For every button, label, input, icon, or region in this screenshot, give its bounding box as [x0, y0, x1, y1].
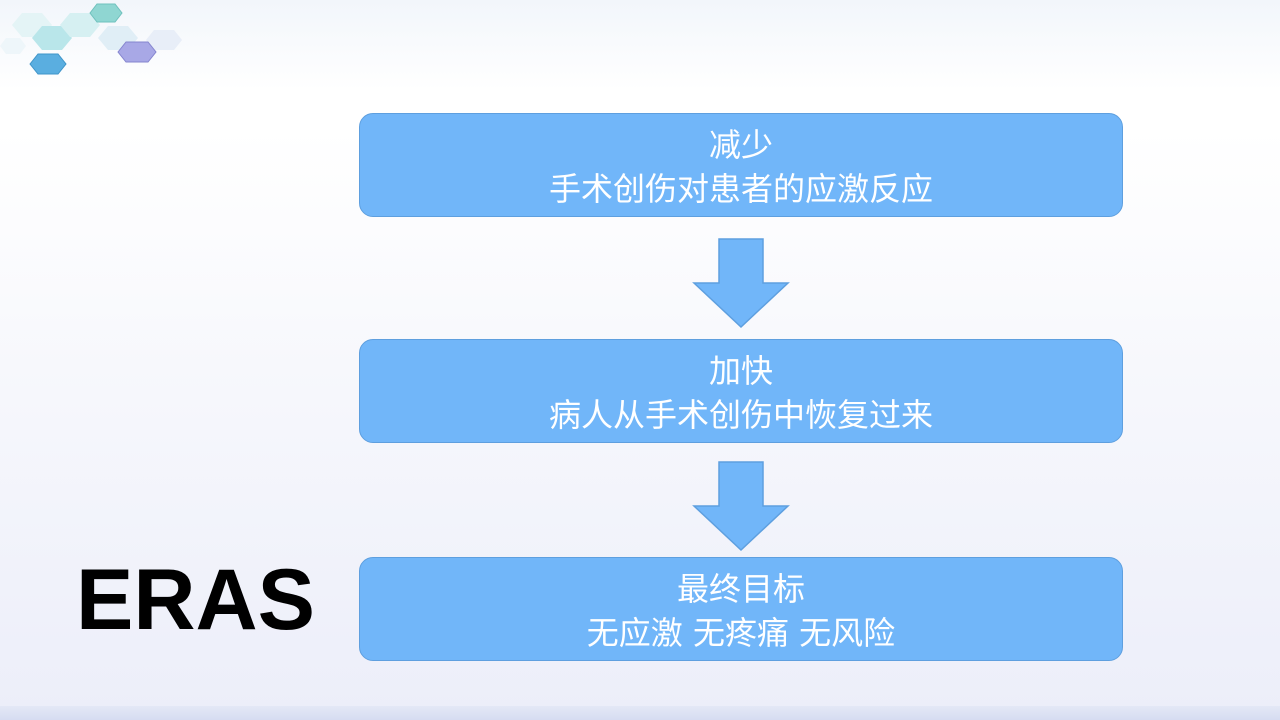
- hexagon-shape: [89, 3, 123, 23]
- step-accelerate-verb: 加快: [708, 352, 773, 390]
- step-reduce-box: 减少 手术创伤对患者的应激反应: [359, 113, 1123, 217]
- step-reduce-verb: 减少: [708, 126, 773, 164]
- header-band: [0, 0, 1280, 90]
- hexagon-shape: [29, 53, 67, 75]
- down-arrow-icon: [692, 238, 790, 329]
- goal-item: 无疼痛: [692, 614, 789, 652]
- hexagon-shape: [117, 41, 157, 63]
- final-goal-title: 最终目标: [676, 570, 805, 608]
- hexagon-shape: [32, 26, 72, 50]
- goal-item: 无风险: [799, 614, 896, 652]
- down-arrow-icon: [692, 461, 790, 552]
- step-accelerate-text: 病人从手术创伤中恢复过来: [548, 396, 933, 434]
- hexagon-shape: [0, 38, 26, 54]
- footer-band: [0, 706, 1280, 720]
- hexagon-decoration: [0, 3, 182, 75]
- step-reduce-text: 手术创伤对患者的应激反应: [548, 170, 933, 208]
- step-accelerate-box: 加快 病人从手术创伤中恢复过来: [359, 339, 1123, 443]
- final-goal-box: 最终目标 无应激 无疼痛 无风险: [359, 557, 1123, 661]
- eras-label: ERAS: [76, 552, 315, 648]
- hexagon-shape: [60, 13, 100, 37]
- goal-item: 无应激: [586, 614, 683, 652]
- goal-list: 无应激 无疼痛 无风险: [360, 611, 1122, 655]
- hexagon-shape: [146, 30, 182, 50]
